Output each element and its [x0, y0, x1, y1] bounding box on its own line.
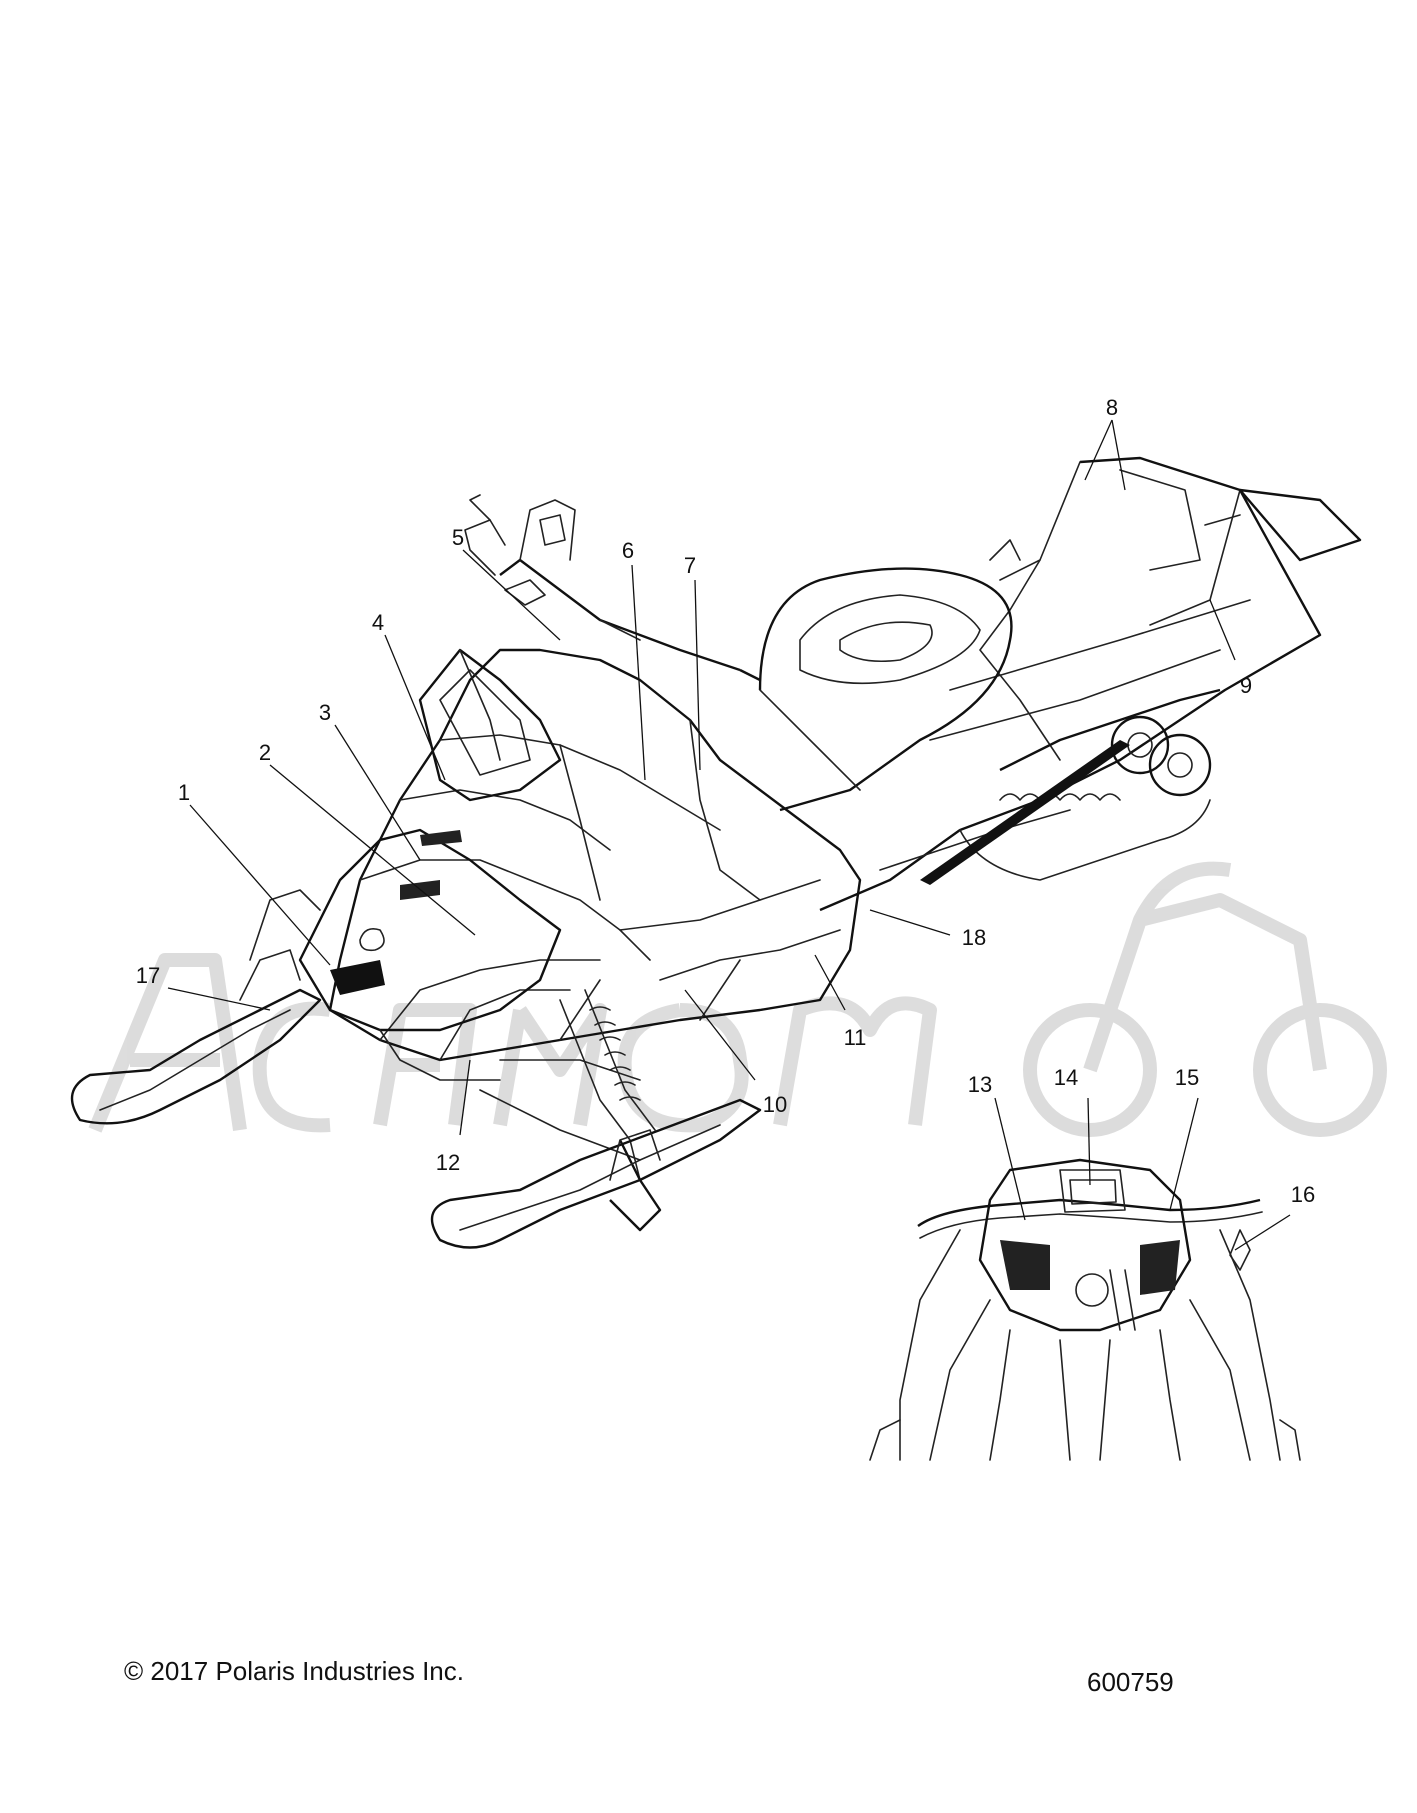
watermark-logo	[88, 861, 1387, 1137]
windshield	[418, 648, 562, 802]
callout-16: 16	[1291, 1182, 1315, 1207]
callout-14: 14	[1054, 1065, 1078, 1090]
left-ski	[70, 889, 322, 1125]
inset-front-view	[869, 1158, 1301, 1461]
front-suspension	[479, 989, 662, 1232]
seat	[758, 539, 1021, 812]
handlebar	[464, 494, 761, 682]
callout-11: 11	[844, 1025, 867, 1050]
callout-2: 2	[259, 740, 271, 765]
leader-lines	[167, 419, 1291, 1251]
callout-13: 13	[968, 1072, 992, 1097]
right-ski	[430, 1098, 762, 1249]
callout-10: 10	[763, 1092, 787, 1117]
callout-6: 6	[622, 538, 634, 563]
callout-1: 1	[178, 780, 190, 805]
callout-18: 18	[962, 925, 986, 950]
callout-3: 3	[319, 700, 331, 725]
callout-15: 15	[1175, 1065, 1199, 1090]
rear-track	[879, 688, 1221, 885]
copyright-text: © 2017 Polaris Industries Inc.	[124, 1656, 464, 1686]
rear-tunnel	[819, 456, 1362, 912]
callout-labels: 1 2 3 4 5 6 7 8 9 10 11 12 13 14 15 16 1…	[136, 395, 1315, 1207]
callout-17: 17	[136, 963, 160, 988]
callout-4: 4	[372, 610, 384, 635]
diagram-number: 600759	[1087, 1667, 1174, 1697]
callout-7: 7	[684, 553, 696, 578]
callout-12: 12	[436, 1150, 460, 1175]
callout-9: 9	[1240, 673, 1252, 698]
callout-8: 8	[1106, 395, 1118, 420]
callout-5: 5	[452, 525, 464, 550]
